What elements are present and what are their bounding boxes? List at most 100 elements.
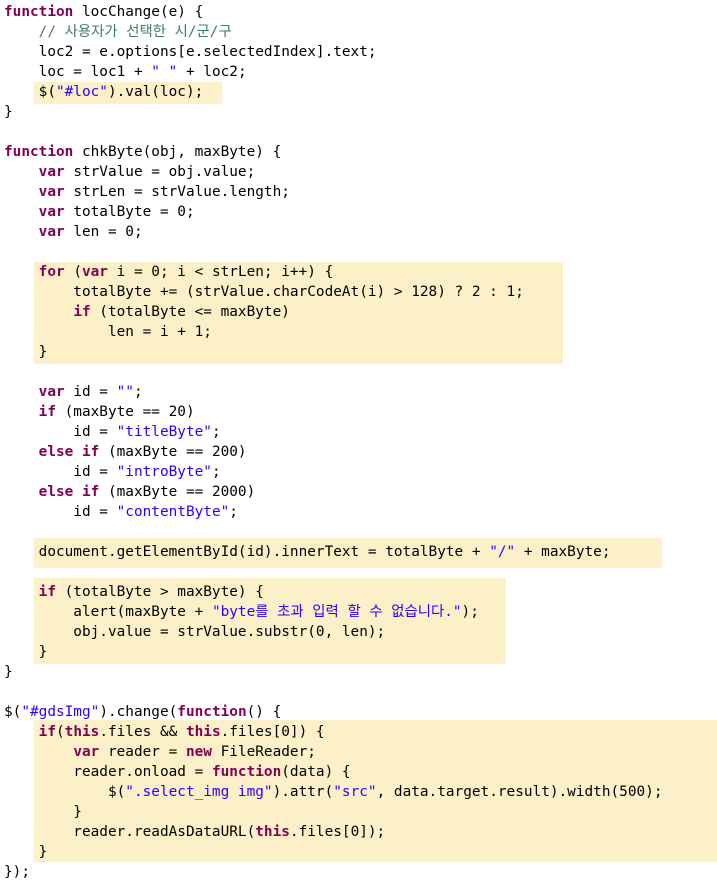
code-line[interactable]: var strLen = strValue.length; — [4, 182, 290, 202]
keyword-token: function — [4, 4, 74, 20]
code-token — [4, 164, 39, 180]
code-line[interactable]: if (totalByte <= maxByte) — [4, 302, 290, 322]
keyword-token: new — [185, 744, 212, 760]
code-token: ).attr( — [272, 784, 334, 800]
code-line[interactable]: var totalByte = 0; — [4, 202, 195, 222]
code-line[interactable]: totalByte += (strValue.charCodeAt(i) > 1… — [4, 282, 524, 302]
keyword-token: for — [38, 264, 65, 280]
code-line[interactable]: else if (maxByte == 200) — [4, 442, 247, 462]
code-token: ( — [64, 264, 82, 280]
keyword-token: if — [38, 584, 56, 600]
keyword-token: this — [185, 724, 221, 740]
code-token: $( — [4, 784, 126, 800]
keyword-token: if — [73, 304, 91, 320]
code-token: (maxByte == 200) — [99, 444, 247, 460]
keyword-token: this — [64, 724, 100, 740]
code-token — [4, 584, 39, 600]
string-token: "contentByte" — [116, 504, 230, 520]
code-token: } — [4, 344, 48, 360]
code-line[interactable]: $("#gdsImg").change(function() { — [4, 702, 281, 722]
code-token: }); — [4, 864, 30, 880]
code-token: document.getElementById(id).innerText = … — [4, 544, 490, 560]
code-token: loc2 = e.options[e.selectedIndex].text; — [4, 44, 377, 60]
code-token: reader.onload = — [4, 764, 212, 780]
code-line[interactable]: obj.value = strValue.substr(0, len); — [4, 622, 385, 642]
code-token: $( — [4, 84, 56, 100]
code-token: $( — [4, 704, 22, 720]
code-line[interactable]: id = "contentByte"; — [4, 502, 238, 522]
code-line[interactable]: } — [4, 342, 48, 362]
code-token: id = — [64, 384, 117, 400]
highlight-block — [34, 82, 222, 104]
code-line[interactable]: }); — [4, 862, 30, 882]
code-line[interactable]: var strValue = obj.value; — [4, 162, 256, 182]
code-token: strLen = strValue.length; — [64, 184, 290, 200]
code-line[interactable]: if(this.files && this.files[0]) { — [4, 722, 325, 742]
code-token: reader.readAsDataURL( — [4, 824, 256, 840]
code-line[interactable]: var id = ""; — [4, 382, 143, 402]
code-line[interactable]: } — [4, 662, 13, 682]
code-line[interactable]: reader.onload = function(data) { — [4, 762, 351, 782]
code-token: totalByte += (strValue.charCodeAt(i) > 1… — [4, 284, 524, 300]
highlight-block — [34, 538, 662, 568]
code-line[interactable]: } — [4, 102, 13, 122]
code-token: len = 0; — [64, 224, 143, 240]
code-line[interactable]: for (var i = 0; i < strLen; i++) { — [4, 262, 334, 282]
code-token: + maxByte; — [515, 544, 611, 560]
code-line[interactable]: alert(maxByte + "byte를 초과 입력 할 수 없습니다.")… — [4, 602, 479, 622]
code-line[interactable]: reader.readAsDataURL(this.files[0]); — [4, 822, 385, 842]
code-token: (maxByte == 20) — [55, 404, 195, 420]
code-token: .files && — [99, 724, 186, 740]
code-line[interactable]: } — [4, 642, 48, 662]
code-line[interactable]: var reader = new FileReader; — [4, 742, 316, 762]
keyword-token: var — [38, 384, 65, 400]
code-line[interactable]: else if (maxByte == 2000) — [4, 482, 256, 502]
code-line[interactable]: $(".select_img img").attr("src", data.ta… — [4, 782, 663, 802]
code-line[interactable]: } — [4, 802, 82, 822]
keyword-token: var — [81, 264, 108, 280]
code-token — [4, 444, 39, 460]
code-token: .files[0]); — [289, 824, 386, 840]
code-line[interactable]: // 사용자가 선택한 시/군/구 — [4, 22, 232, 42]
string-token: "#gdsImg" — [21, 704, 100, 720]
code-token: totalByte = 0; — [64, 204, 195, 220]
keyword-token: if — [38, 724, 56, 740]
code-token: reader = — [99, 744, 186, 760]
code-line[interactable]: function locChange(e) { — [4, 2, 203, 22]
code-line[interactable]: id = "titleByte"; — [4, 422, 221, 442]
code-token: ); — [461, 604, 479, 620]
code-line[interactable]: if (totalByte > maxByte) { — [4, 582, 264, 602]
code-token: ; — [133, 384, 143, 400]
code-token: + loc2; — [177, 64, 247, 80]
code-token: } — [4, 844, 48, 860]
keyword-token: if — [38, 404, 56, 420]
code-token: , data.target.result).width(500); — [376, 784, 663, 800]
code-token — [4, 24, 39, 40]
code-line[interactable]: id = "introByte"; — [4, 462, 221, 482]
code-line[interactable]: $("#loc").val(loc); — [4, 82, 204, 102]
code-token: i = 0; i < strLen; i++) { — [107, 264, 334, 280]
code-line[interactable]: len = i + 1; — [4, 322, 212, 342]
code-token: (maxByte == 2000) — [99, 484, 256, 500]
code-token: } — [4, 664, 13, 680]
code-line[interactable]: loc = loc1 + " " + loc2; — [4, 62, 247, 82]
code-token: () { — [246, 704, 282, 720]
string-token: "" — [116, 384, 134, 400]
code-token: (data) { — [281, 764, 351, 780]
comment-token: // 사용자가 선택한 시/군/구 — [38, 24, 232, 40]
code-token: FileReader; — [211, 744, 316, 760]
code-token: locChange(e) { — [73, 4, 204, 20]
code-token: ; — [211, 464, 221, 480]
code-line[interactable]: } — [4, 842, 48, 862]
code-line[interactable]: document.getElementById(id).innerText = … — [4, 542, 611, 562]
code-line[interactable]: loc2 = e.options[e.selectedIndex].text; — [4, 42, 377, 62]
code-token: ; — [211, 424, 221, 440]
string-token: ".select_img img" — [125, 784, 273, 800]
code-line[interactable]: function chkByte(obj, maxByte) { — [4, 142, 281, 162]
code-token: strValue = obj.value; — [64, 164, 256, 180]
code-token: } — [4, 104, 13, 120]
code-line[interactable]: if (maxByte == 20) — [4, 402, 195, 422]
code-line[interactable]: var len = 0; — [4, 222, 143, 242]
code-token — [4, 224, 39, 240]
